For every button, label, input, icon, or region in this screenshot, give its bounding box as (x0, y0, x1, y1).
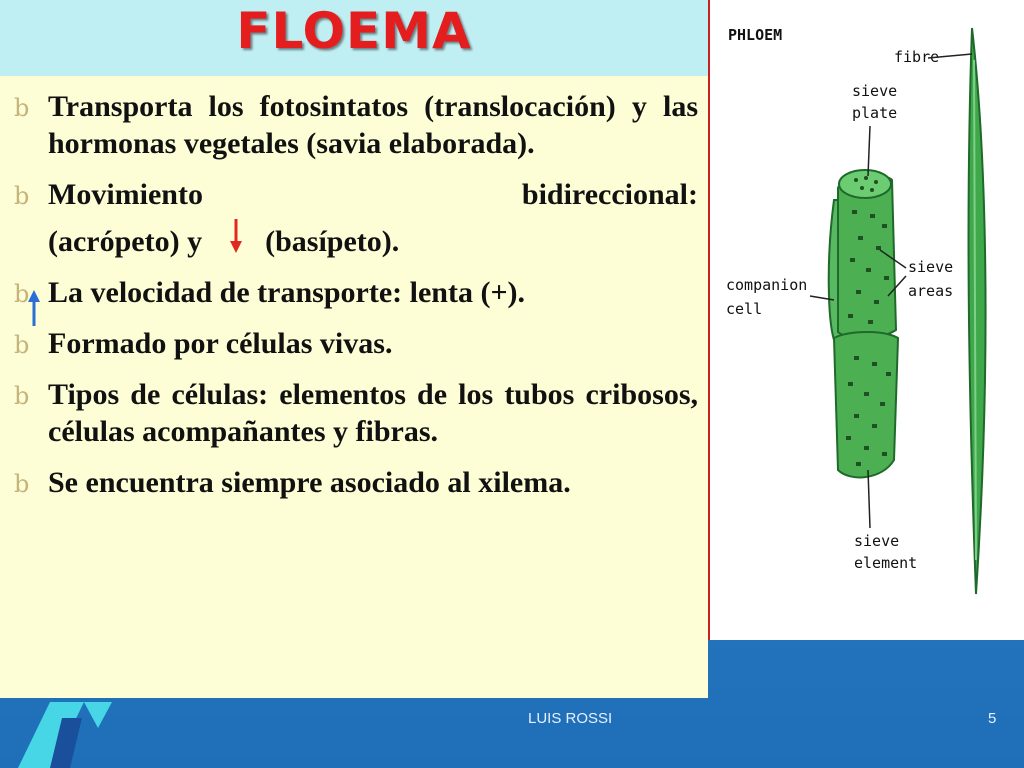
sieve-areas (846, 176, 891, 466)
footer-author: LUIS ROSSI (528, 710, 613, 727)
content-area: b Transporta los fotosintatos (transloca… (0, 76, 708, 698)
bullet-glyph: b (14, 331, 30, 359)
label-sieve-areas-line2: areas (908, 282, 954, 300)
bullet-text-line2: (acrópeto) y (basípeto). (48, 213, 698, 260)
bullet-item: b Transporta los fotosintatos (transloca… (8, 88, 698, 162)
diagram-heading: PHLOEM (728, 26, 783, 44)
fibre-highlight (973, 59, 977, 561)
bullet-text-line1: Movimiento bidireccional: (48, 178, 698, 211)
slide-title: FLOEMA (236, 2, 472, 60)
sieve-element-upper (837, 175, 898, 340)
bullet-item: b Formado por células vivas. (8, 325, 698, 362)
bullet-glyph: b (14, 280, 30, 308)
bullet-text: Se encuentra siempre asociado al xilema. (48, 466, 571, 499)
label-sieve-plate-line2: plate (852, 104, 898, 122)
label-sieve-element-line1: sieve (854, 532, 900, 550)
phloem-illustration (809, 27, 987, 595)
bullet-text: Transporta los fotosintatos (translocaci… (48, 90, 698, 160)
label-companion-line2: cell (726, 300, 763, 318)
decor-shape-cyan-small (84, 702, 112, 728)
leader-lines (809, 53, 973, 529)
bullet-text: Tipos de células: elementos de los tubos… (48, 378, 698, 448)
corner-decoration (18, 702, 112, 768)
arrow-down-icon (229, 219, 242, 253)
label-fibre: fibre (894, 48, 940, 66)
bullet-glyph: b (14, 94, 30, 122)
label-sieve-areas-line1: sieve (908, 258, 954, 276)
fibre-cell (967, 27, 987, 595)
sieve-plate (838, 169, 892, 199)
bullet-glyph: b (14, 382, 30, 410)
bullet-item: b Tipos de células: elementos de los tub… (8, 376, 698, 450)
label-companion-line1: companion (726, 276, 808, 294)
footer-page-number: 5 (988, 710, 997, 727)
phloem-diagram-panel: PHLOEM fibre sieve plate sieve areas com… (708, 0, 1024, 640)
decor-shape-blue (50, 718, 82, 768)
bullet-glyph: b (14, 470, 30, 498)
arrow-up-icon (28, 290, 40, 326)
bullet-item: b Movimiento bidireccional: (acrópeto) y… (8, 176, 698, 260)
bullet-glyph: b (14, 182, 30, 210)
label-sieve-element-line2: element (854, 554, 918, 572)
title-bar: FLOEMA (0, 0, 708, 76)
sieve-element-lower (832, 331, 900, 479)
label-sieve-plate-line1: sieve (852, 82, 898, 100)
bullet-text: (acrópeto) y (48, 225, 203, 258)
bullet-text: Formado por células vivas. (48, 327, 393, 360)
bullet-item: b La velocidad de transporte: lenta (+). (8, 274, 698, 311)
bullet-item: b Se encuentra siempre asociado al xilem… (8, 464, 698, 501)
bullet-text: La velocidad de transporte: lenta (+). (48, 276, 526, 309)
bullet-list: b Transporta los fotosintatos (transloca… (8, 88, 698, 515)
bullet-text: (basípeto). (265, 225, 400, 258)
